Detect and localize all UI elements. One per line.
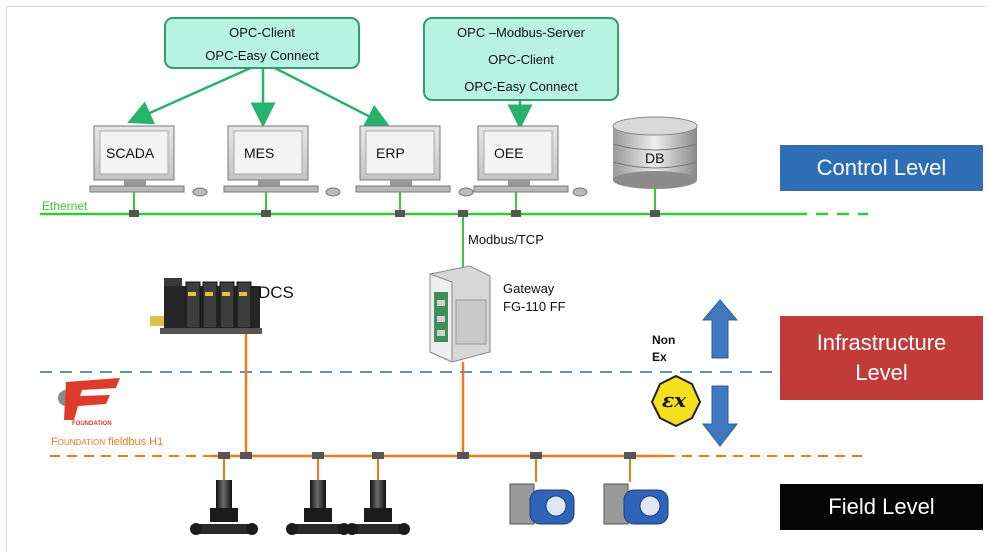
gateway-label-line2: FG-110 FF [503,299,566,314]
ex-symbol-icon [650,374,702,428]
fieldbus-label-smallcaps: Foundation [51,436,106,448]
workstation-label-mes: MES [244,145,275,161]
control-level-label: Control Level [816,155,947,181]
diagram-frame [6,6,986,552]
ex-symbol-text: εx [662,388,687,412]
pump-icon [286,480,350,535]
opc-modbus-server-box: OPC –Modbus-Server OPC-Client OPC-Easy C… [423,17,619,101]
workstation-erp [355,125,474,197]
database-icon [612,116,698,189]
opc-box-2-line1: OPC –Modbus-Server [457,25,585,40]
opc-box-2-line3: OPC-Easy Connect [464,79,578,94]
fieldbus-label: Foundation fieldbus H1 [51,436,163,448]
workstation-label-scada: SCADA [106,145,155,161]
foundation-logo-text: FOUNDATION [72,421,112,427]
gateway-icon [429,265,491,363]
non-ex-line2: Ex [652,350,667,364]
pump-icon [190,480,258,535]
control-level-box: Control Level [780,145,983,191]
pump-icon [346,480,410,535]
workstation-scada [89,125,208,197]
opc-box-1-line2: OPC-Easy Connect [205,48,319,63]
infrastructure-level-line1: Infrastructure [816,330,947,356]
fieldbus-bus [50,334,868,482]
infrastructure-level-box: Infrastructure Level [780,316,983,400]
arrow-down-icon [701,385,739,447]
opc-box-1-line1: OPC-Client [229,25,295,40]
workstation-label-oee: OEE [494,145,524,161]
transmitter-icon [603,483,669,525]
workstation-oee [473,125,588,197]
gateway-label: Gateway FG-110 FF [503,280,566,316]
arrow-up-icon [701,299,739,359]
transmitter-icon [509,483,575,525]
field-level-box: Field Level [780,484,983,530]
gateway-label-line1: Gateway [503,281,555,296]
workstation-label-erp: ERP [376,145,405,161]
opc-box-2-line2: OPC-Client [488,52,554,67]
ethernet-bus [40,188,868,272]
ethernet-label: Ethernet [42,199,88,213]
database-label: DB [645,150,665,166]
non-ex-label: Non Ex [652,332,675,366]
opc-arrows [127,64,533,130]
infrastructure-level-line2: Level [855,360,908,385]
modbus-tcp-label: Modbus/TCP [468,232,544,247]
workstation-mes [223,125,341,197]
foundation-logo-icon [58,378,120,420]
dcs-icon [150,278,262,334]
non-ex-line1: Non [652,333,676,347]
dcs-label: DCS [258,283,294,302]
opc-client-box: OPC-Client OPC-Easy Connect [164,17,360,69]
field-level-label: Field Level [828,494,935,520]
fieldbus-label-rest: fieldbus H1 [105,436,164,448]
